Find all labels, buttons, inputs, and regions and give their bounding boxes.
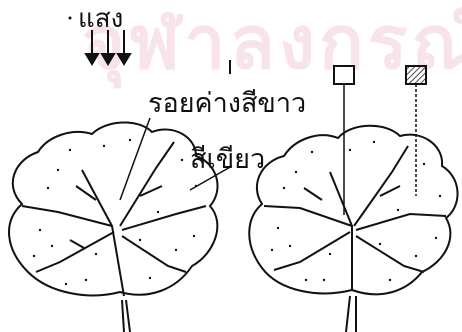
light-arrows-icon xyxy=(86,30,130,64)
dot-mark xyxy=(69,17,72,20)
left-leaf xyxy=(9,122,218,332)
label-light: แสง xyxy=(78,6,123,32)
label-dew-trace: รอยค่างสีขาว xyxy=(148,90,306,117)
pointer-line-dew xyxy=(120,118,150,200)
right-leaf xyxy=(249,126,457,332)
legend-hatched-square-icon xyxy=(406,66,426,84)
label-green: สีเขียว xyxy=(190,146,265,173)
legend-white-square-icon xyxy=(334,66,354,84)
